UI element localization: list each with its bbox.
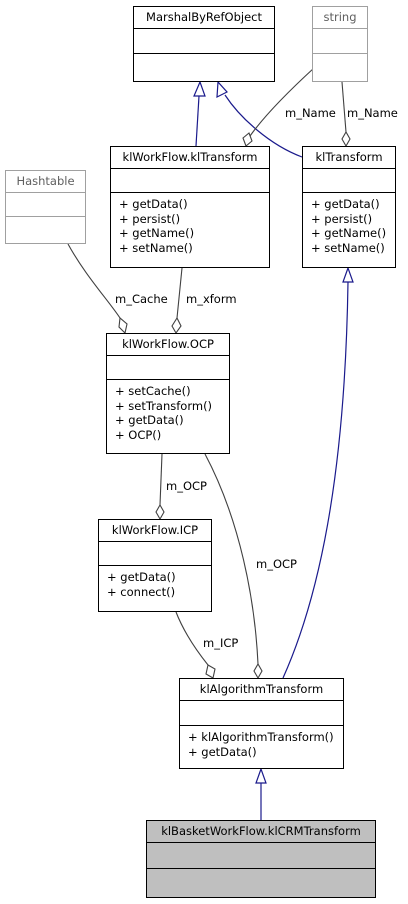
edge-label-icp-algo: m_ICP xyxy=(203,636,239,650)
class-name: klAlgorithmTransform xyxy=(199,682,324,696)
method: + setTransform() xyxy=(115,398,213,413)
class-name: Hashtable xyxy=(16,174,75,188)
class-name: string xyxy=(323,10,357,24)
class-name: klWorkFlow.ICP xyxy=(111,523,199,537)
diamond-ocp-xform xyxy=(171,316,182,335)
arrowhead-marshal-2 xyxy=(216,80,228,99)
class-name: MarshalByRefObject xyxy=(146,10,262,24)
class-klalgorithmtransform[interactable]: klAlgorithmTransform + klAlgorithmTransf… xyxy=(179,678,344,769)
diamond-icp-ocp xyxy=(155,503,165,521)
attributes-section xyxy=(147,842,375,868)
method: + setCache() xyxy=(115,384,191,398)
edge-label-ocp-icp: m_OCP xyxy=(166,479,207,493)
arrowhead-marshal-1 xyxy=(193,80,206,97)
class-klworkflow-ocp[interactable]: klWorkFlow.OCP + setCache() + setTransfo… xyxy=(106,333,230,454)
edge-label-wfklt-name: m_Name xyxy=(285,106,336,120)
edge-klt-inherits-marshal xyxy=(224,94,303,158)
method: + persist() xyxy=(311,211,373,226)
method: + getData() xyxy=(115,413,184,427)
method: + klAlgorithmTransform() xyxy=(188,730,334,744)
class-klworkflow-kltransform[interactable]: klWorkFlow.klTransform + getData() + per… xyxy=(110,146,270,268)
edge-label-ocp-algo: m_OCP xyxy=(256,557,297,571)
diamond-klt-name xyxy=(341,130,351,148)
class-name: klBasketWorkFlow.klCRMTransform xyxy=(161,824,361,838)
edge-wfklt-inherits-marshal xyxy=(195,95,200,147)
edge-label-klt-name: m_Name xyxy=(347,106,398,120)
class-name: klTransform xyxy=(315,150,383,164)
method: + setName() xyxy=(119,240,193,255)
method: + getData() xyxy=(188,744,257,759)
methods-section: + getData() + persist() + getName() + se… xyxy=(111,192,269,257)
class-marshalbyrefobject[interactable]: MarshalByRefObject xyxy=(133,6,275,82)
edge-ocp-icp xyxy=(159,453,163,506)
edge-ocp-algo xyxy=(204,453,259,665)
class-string[interactable]: string xyxy=(312,6,368,82)
methods-section: + setCache() + setTransform() + getData(… xyxy=(107,379,229,444)
class-name: klWorkFlow.OCP xyxy=(122,337,214,351)
method: + getData() xyxy=(119,197,188,211)
method: + getName() xyxy=(119,226,195,240)
methods-section xyxy=(147,868,375,894)
method: + getData() xyxy=(311,197,380,211)
method: + persist() xyxy=(119,211,181,226)
edge-wfklt-ocp xyxy=(176,267,183,319)
method: + getData() xyxy=(107,570,176,584)
arrowhead-algo xyxy=(255,767,267,784)
attributes-section xyxy=(134,28,274,53)
methods-section: + klAlgorithmTransform() + getData() xyxy=(180,725,343,761)
methods-section: + getData() + connect() xyxy=(99,565,211,601)
diamond-algo-ocp xyxy=(253,662,263,680)
method: + getName() xyxy=(311,226,387,240)
methods-section xyxy=(6,216,85,241)
attributes-section xyxy=(6,192,85,216)
arrowhead-klt xyxy=(342,266,354,283)
edge-algo-inherits-klt xyxy=(282,281,349,679)
class-klbasketworkflow-klcrmtransform[interactable]: klBasketWorkFlow.klCRMTransform xyxy=(146,820,376,898)
edge-string-klt xyxy=(341,81,347,133)
attributes-section xyxy=(313,28,367,53)
attributes-section xyxy=(99,541,211,565)
methods-section xyxy=(134,53,274,79)
diamond-ocp-cache xyxy=(118,316,128,335)
method: + OCP() xyxy=(115,427,162,442)
attributes-section xyxy=(180,700,343,725)
methods-section: + getData() + persist() + getName() + se… xyxy=(303,192,395,257)
edge-label-cache: m_Cache xyxy=(115,292,168,306)
attributes-section xyxy=(107,355,229,379)
edge-label-xform: m_xform xyxy=(186,292,237,306)
methods-section xyxy=(313,53,367,79)
class-hashtable[interactable]: Hashtable xyxy=(5,170,86,244)
method: + setName() xyxy=(311,240,385,255)
edge-icp-algo xyxy=(175,611,209,666)
diamond-wfklt-name xyxy=(242,132,253,147)
class-kltransform[interactable]: klTransform + getData() + persist() + ge… xyxy=(302,146,396,268)
diamond-algo-icp xyxy=(205,664,216,679)
attributes-section xyxy=(303,168,395,192)
edge-hashtable-ocp xyxy=(67,243,121,319)
class-name: klWorkFlow.klTransform xyxy=(122,150,258,164)
edge-string-wfklt xyxy=(249,67,315,137)
attributes-section xyxy=(111,168,269,192)
class-klworkflow-icp[interactable]: klWorkFlow.ICP + getData() + connect() xyxy=(98,519,212,612)
method: + connect() xyxy=(107,584,176,599)
